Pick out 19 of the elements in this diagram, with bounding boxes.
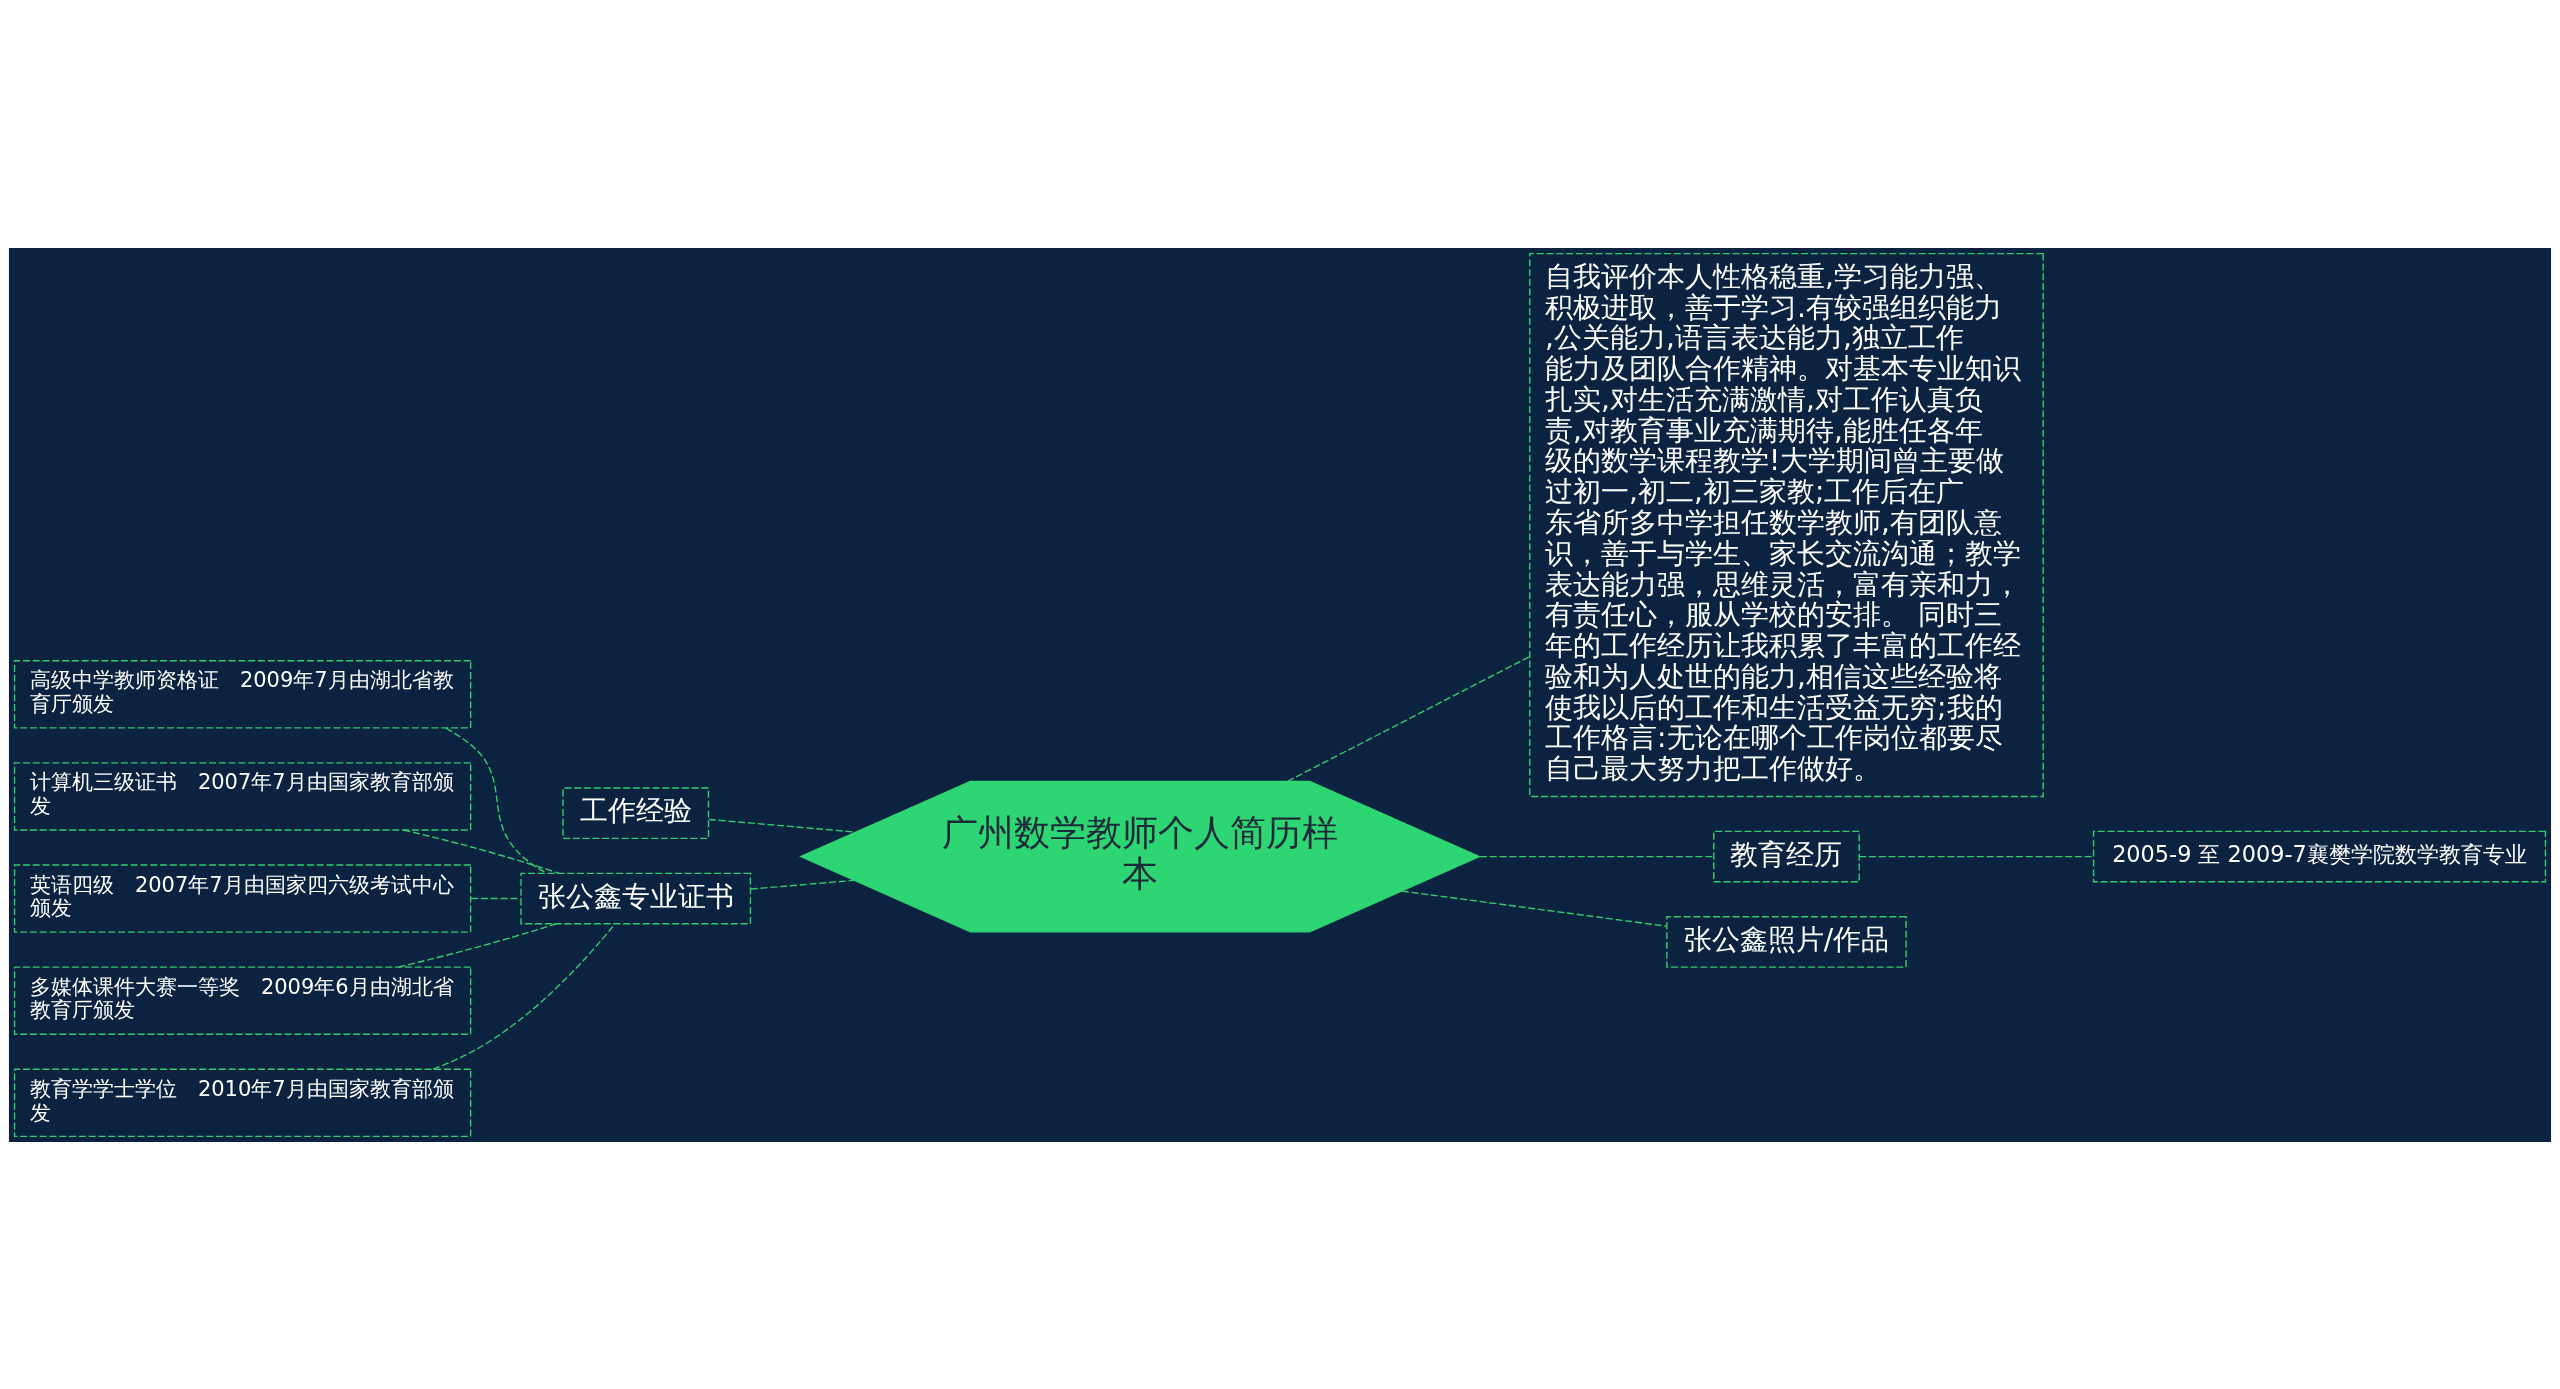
node-box: 英语四级 2007年7月由国家四六级考试中心颁发	[13, 863, 472, 933]
node-box: 工作经验	[562, 786, 710, 839]
connector	[1479, 855, 1715, 857]
connector	[1401, 889, 1668, 927]
node-box: 张公鑫照片/作品	[1666, 915, 1907, 968]
node-box: 2005-9 至 2009-7襄樊学院数学教育专业	[2092, 830, 2547, 882]
node-box: 自我评价本人性格稳重,学习能力强、积极进取，善于学习.有较强组织能力,公关能力,语言表达能力,独立工作能力及团队合作精神。对基本专业知识扎实,对生活充满激情,对工作认真负责,对教育事业充满期待,能胜任各年级的数学课程教学!大学期间曾主要做过初一,初二,初三家教;工作后在广东省所多中学担任数学教师,有团队意识，善于与学生、家长交流沟通；教学表达能力强，思维灵活，富有亲和力，有责任心，服从学校的安排。 同时三年的工作经历让我积累了丰富的工作经验和为人处世的能力,相信这些经验将使我以后的工作和生活受益无穷;我的工作格言:无论在哪个工作岗位都要尽自己最大努力把工作做好。	[1529, 252, 2044, 797]
node-box: 张公鑫专业证书	[520, 872, 752, 924]
connector	[397, 922, 558, 968]
node-box: 高级中学教师资格证 2009年7月由湖北省教育厅颁发	[13, 659, 472, 729]
connector	[708, 818, 857, 833]
node-box: 教育学学士学位 2010年7月由国家教育部颁发	[13, 1068, 472, 1137]
connector	[750, 879, 855, 890]
node-box: 多媒体课件大赛一等奖 2009年6月由湖北省教育厅颁发	[13, 965, 472, 1035]
node-box: 教育经历	[1713, 830, 1860, 882]
connector	[1858, 855, 2094, 857]
connector	[470, 897, 522, 899]
node-box: 计算机三级证书 2007年7月由国家教育部颁发	[13, 761, 472, 831]
connector	[1286, 655, 1531, 782]
